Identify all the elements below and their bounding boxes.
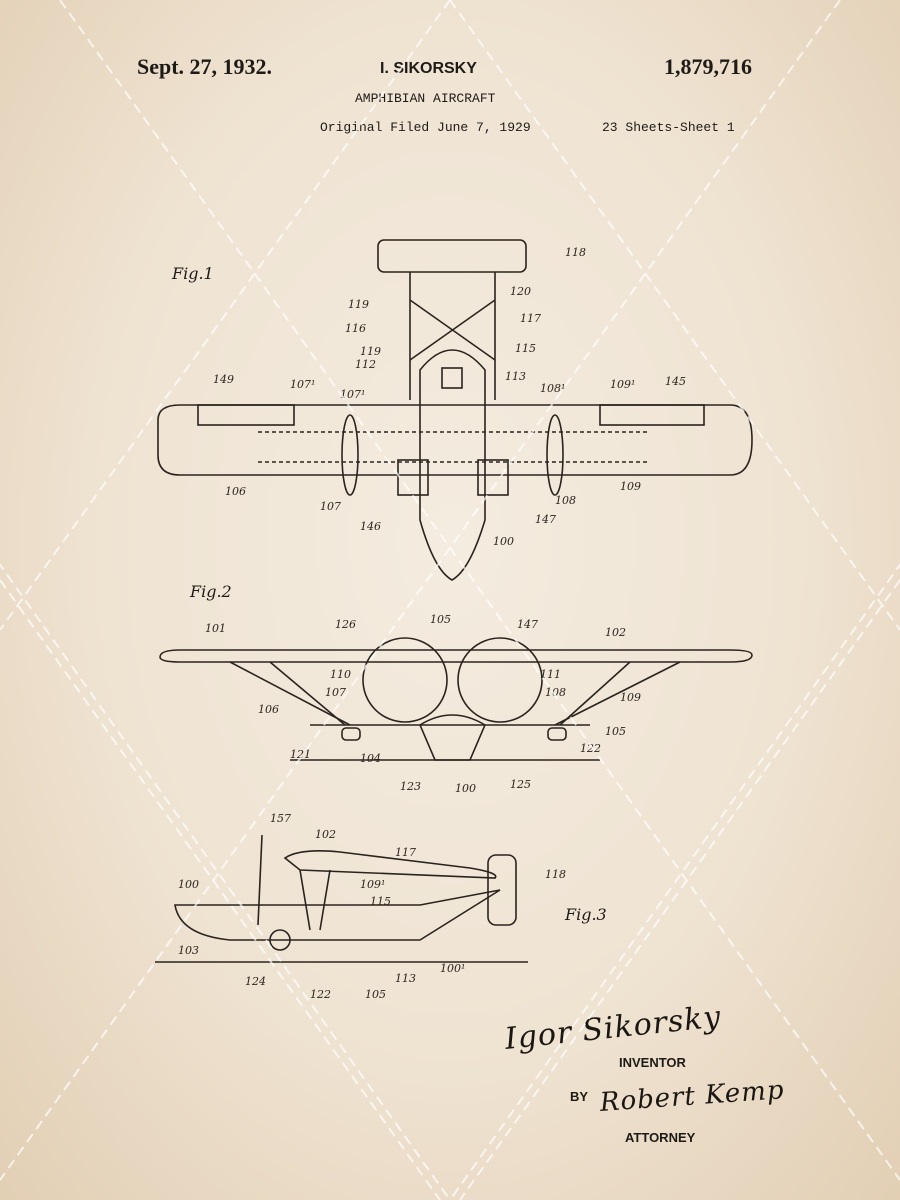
ref-numeral: 113 xyxy=(505,370,526,383)
ref-numeral: 145 xyxy=(665,375,686,388)
ref-numeral: 122 xyxy=(310,988,331,1001)
ref-numeral: 123 xyxy=(400,780,421,793)
ref-numeral: 104 xyxy=(360,752,381,765)
ref-numeral: 113 xyxy=(395,972,416,985)
ref-numeral: 119 xyxy=(360,345,381,358)
ref-numeral: 120 xyxy=(510,285,531,298)
ref-numeral: 103 xyxy=(178,944,199,957)
ref-numeral: 149 xyxy=(213,373,234,386)
fig1-label: Fig.1 xyxy=(172,264,214,283)
ref-numeral: 117 xyxy=(395,846,416,859)
ref-numeral: 119 xyxy=(348,298,369,311)
ref-numeral: 126 xyxy=(335,618,356,631)
ref-numeral: 106 xyxy=(258,703,279,716)
ref-numeral: 101 xyxy=(205,622,226,635)
attorney-label: ATTORNEY xyxy=(625,1130,696,1145)
ref-numeral: 108 xyxy=(555,494,576,507)
ref-numeral: 100 xyxy=(455,782,476,795)
ref-numeral: 100 xyxy=(493,535,514,548)
ref-numeral: 109 xyxy=(620,480,641,493)
ref-numeral: 109¹ xyxy=(610,378,636,391)
ref-numeral: 100¹ xyxy=(440,962,466,975)
ref-numeral: 124 xyxy=(245,975,266,988)
ref-numeral: 125 xyxy=(510,778,531,791)
ref-numeral: 107 xyxy=(325,686,346,699)
ref-numeral: 109¹ xyxy=(360,878,386,891)
ref-numeral: 102 xyxy=(605,626,626,639)
ref-numeral: 118 xyxy=(545,868,566,881)
ref-numeral: 108 xyxy=(545,686,566,699)
ref-numeral: 107 xyxy=(320,500,341,513)
ref-numeral: 105 xyxy=(605,725,626,738)
ref-numeral: 100 xyxy=(178,878,199,891)
fig1-top-view xyxy=(157,239,753,581)
ref-numeral: 106 xyxy=(225,485,246,498)
ref-numeral: 111 xyxy=(540,668,561,681)
fig3-side-view xyxy=(155,834,528,963)
ref-numeral: 116 xyxy=(345,322,366,335)
ref-numeral: 112 xyxy=(355,358,376,371)
ref-numeral: 109 xyxy=(620,691,641,704)
ref-numeral: 115 xyxy=(515,342,536,355)
ref-numeral: 147 xyxy=(517,618,538,631)
ref-numeral: 122 xyxy=(580,742,601,755)
ref-numeral: 107¹ xyxy=(290,378,316,391)
ref-numeral: 118 xyxy=(565,246,586,259)
ref-numeral: 107¹ xyxy=(340,388,366,401)
fig2-front-view xyxy=(159,637,753,761)
ref-numeral: 121 xyxy=(290,748,311,761)
fig3-label: Fig.3 xyxy=(565,905,607,924)
ref-numeral: 146 xyxy=(360,520,381,533)
ref-numeral: 102 xyxy=(315,828,336,841)
ref-numeral: 105 xyxy=(430,613,451,626)
ref-numeral: 115 xyxy=(370,895,391,908)
fig2-label: Fig.2 xyxy=(190,582,232,601)
ref-numeral: 117 xyxy=(520,312,541,325)
ref-numeral: 157 xyxy=(270,812,291,825)
ref-numeral: 110 xyxy=(330,668,351,681)
ref-numeral: 147 xyxy=(535,513,556,526)
inventor-label: INVENTOR xyxy=(619,1055,686,1070)
by-label: BY xyxy=(570,1089,589,1104)
ref-numeral: 105 xyxy=(365,988,386,1001)
ref-numeral: 108¹ xyxy=(540,382,566,395)
